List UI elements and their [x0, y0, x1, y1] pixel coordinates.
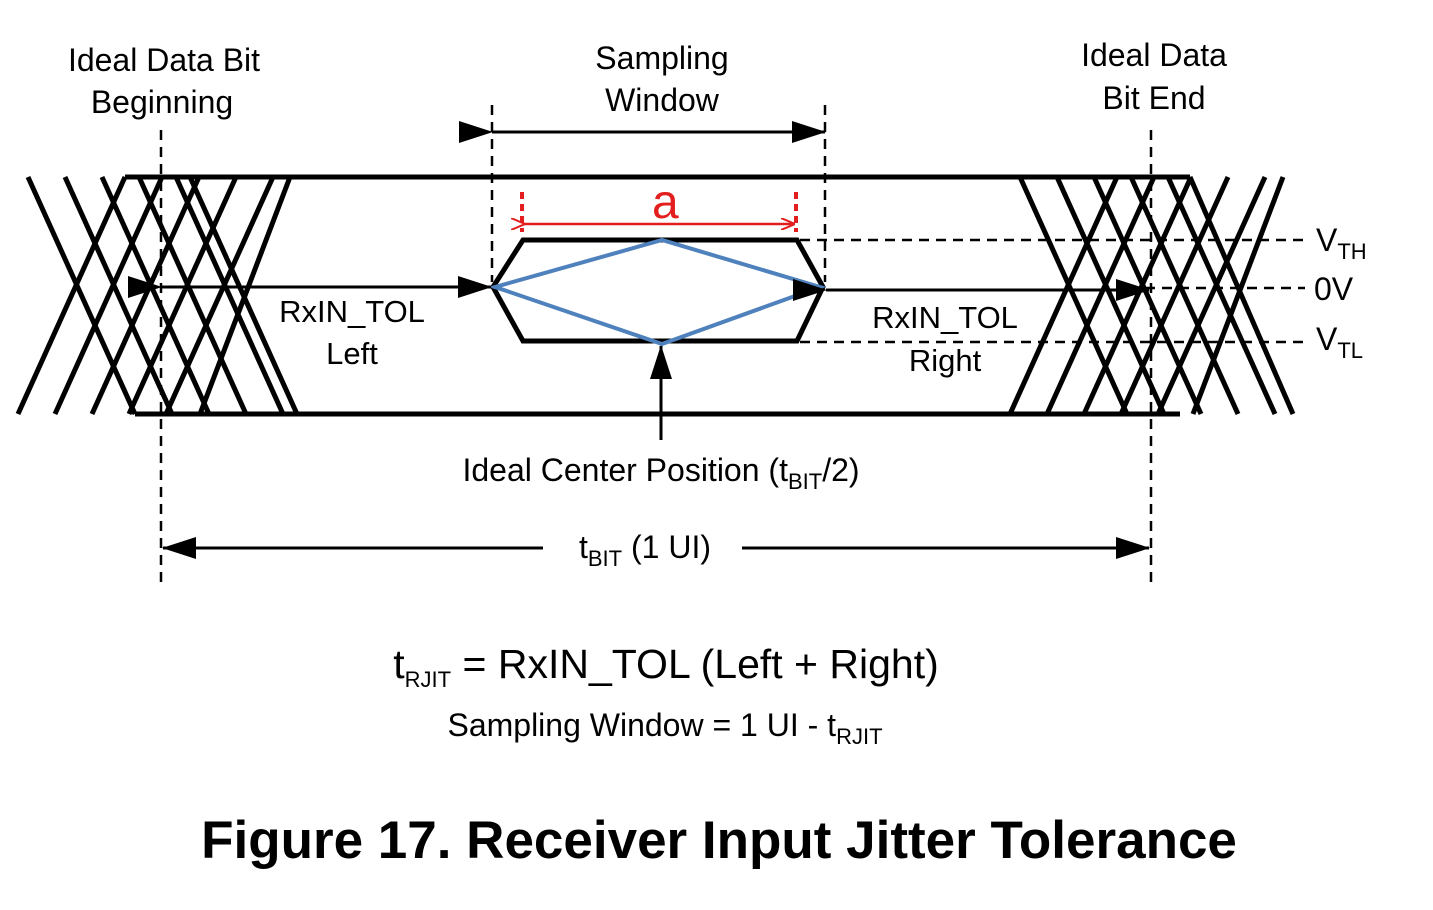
formula-sampling-window: Sampling Window = 1 UI - tRJIT — [447, 707, 882, 749]
formula-trjit-rest: = RxIN_TOL (Left + Right) — [451, 641, 939, 687]
vtl-sub: TL — [1337, 338, 1363, 363]
right-transition-crossings — [1007, 175, 1296, 416]
formula-sw-main: Sampling Window = 1 UI - t — [447, 707, 836, 743]
vth-sub: TH — [1337, 239, 1366, 264]
ideal-begin-label-line2: Beginning — [91, 84, 233, 120]
ideal-center-sub: BIT — [788, 469, 822, 494]
a-label: a — [652, 176, 679, 229]
ideal-begin-label-line1: Ideal Data Bit — [68, 42, 260, 78]
formula-sw-sub: RJIT — [836, 724, 882, 749]
sampling-window-label-line1: Sampling — [595, 40, 728, 76]
sampling-window-label-line2: Window — [605, 82, 720, 118]
vtl-main: V — [1316, 321, 1338, 357]
vth-main: V — [1316, 222, 1338, 258]
tbit-main: t — [579, 529, 588, 565]
rxin-tol-left-label-line2: Left — [326, 336, 378, 371]
rxin-tol-right-label-line1: RxIN_TOL — [872, 300, 1018, 335]
figure-caption: Figure 17. Receiver Input Jitter Toleran… — [201, 811, 1237, 870]
rxin-tol-right-label-line2: Right — [909, 343, 982, 378]
zero-v-label: 0V — [1314, 271, 1354, 307]
tbit-post: (1 UI) — [622, 529, 711, 565]
vtl-label: VTL — [1316, 321, 1363, 363]
vth-label: VTH — [1316, 222, 1367, 264]
ideal-center-pre: Ideal Center Position (t — [462, 452, 788, 488]
left-transition-crossings — [15, 175, 300, 416]
formula-trjit: tRJIT = RxIN_TOL (Left + Right) — [393, 641, 939, 692]
ideal-end-label-line2: Bit End — [1102, 80, 1205, 116]
formula-trjit-t: t — [393, 641, 405, 687]
tbit-label: tBIT (1 UI) — [579, 529, 711, 571]
sampling-eye-hexagon — [490, 237, 826, 344]
ideal-center-label: Ideal Center Position (tBIT/2) — [462, 452, 859, 494]
formula-trjit-sub: RJIT — [405, 667, 451, 692]
ideal-end-label-line1: Ideal Data — [1081, 37, 1227, 73]
ideal-center-post: /2) — [822, 452, 859, 488]
rxin-tol-left-label-line1: RxIN_TOL — [279, 294, 425, 329]
tbit-sub: BIT — [588, 546, 622, 571]
ideal-eye-diamond — [488, 237, 827, 347]
